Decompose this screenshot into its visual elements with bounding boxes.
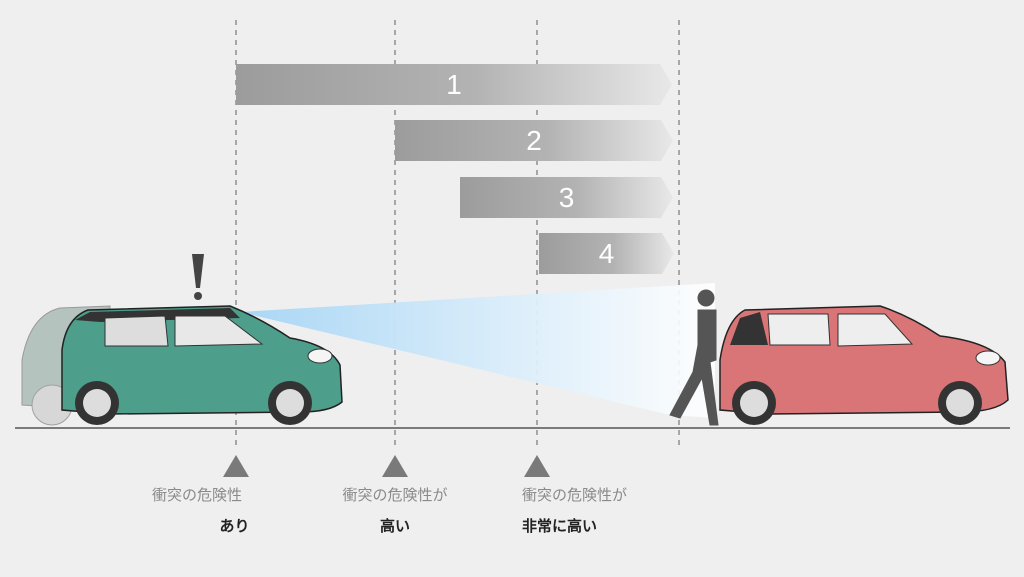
markers bbox=[223, 455, 550, 477]
marker-emphasis: 高い bbox=[379, 517, 410, 535]
exclamation-icon bbox=[192, 254, 204, 300]
sensor-beam bbox=[240, 283, 715, 418]
bar-label: 3 bbox=[558, 181, 575, 213]
marker-text: 衝突の危険性が bbox=[522, 486, 628, 504]
pedestrian-icon bbox=[669, 289, 719, 426]
bar-label: 4 bbox=[598, 237, 615, 269]
marker-triangle bbox=[524, 455, 550, 477]
marker-emphasis: あり bbox=[219, 517, 250, 535]
range-bar-3: 3 bbox=[460, 177, 673, 218]
car-icon bbox=[61, 305, 343, 425]
marker-label-2: 衝突の危険性が 高い bbox=[295, 484, 495, 536]
marker-label-3: 衝突の危険性が 非常に高い bbox=[522, 484, 722, 536]
range-bar-2: 2 bbox=[395, 120, 673, 161]
marker-triangle bbox=[382, 455, 408, 477]
bar-label: 2 bbox=[526, 124, 542, 156]
marker-text: 衝突の危険性 bbox=[151, 486, 242, 504]
marker-label-1: 衝突の危険性 あり bbox=[97, 484, 297, 536]
bar-label: 1 bbox=[446, 68, 462, 100]
marker-emphasis: 非常に高い bbox=[522, 517, 598, 535]
car-icon bbox=[719, 305, 1009, 425]
range-bar-4: 4 bbox=[539, 233, 674, 274]
marker-triangle bbox=[223, 455, 249, 477]
marker-text: 衝突の危険性が bbox=[342, 486, 448, 504]
range-bar-1: 1 bbox=[236, 64, 672, 105]
